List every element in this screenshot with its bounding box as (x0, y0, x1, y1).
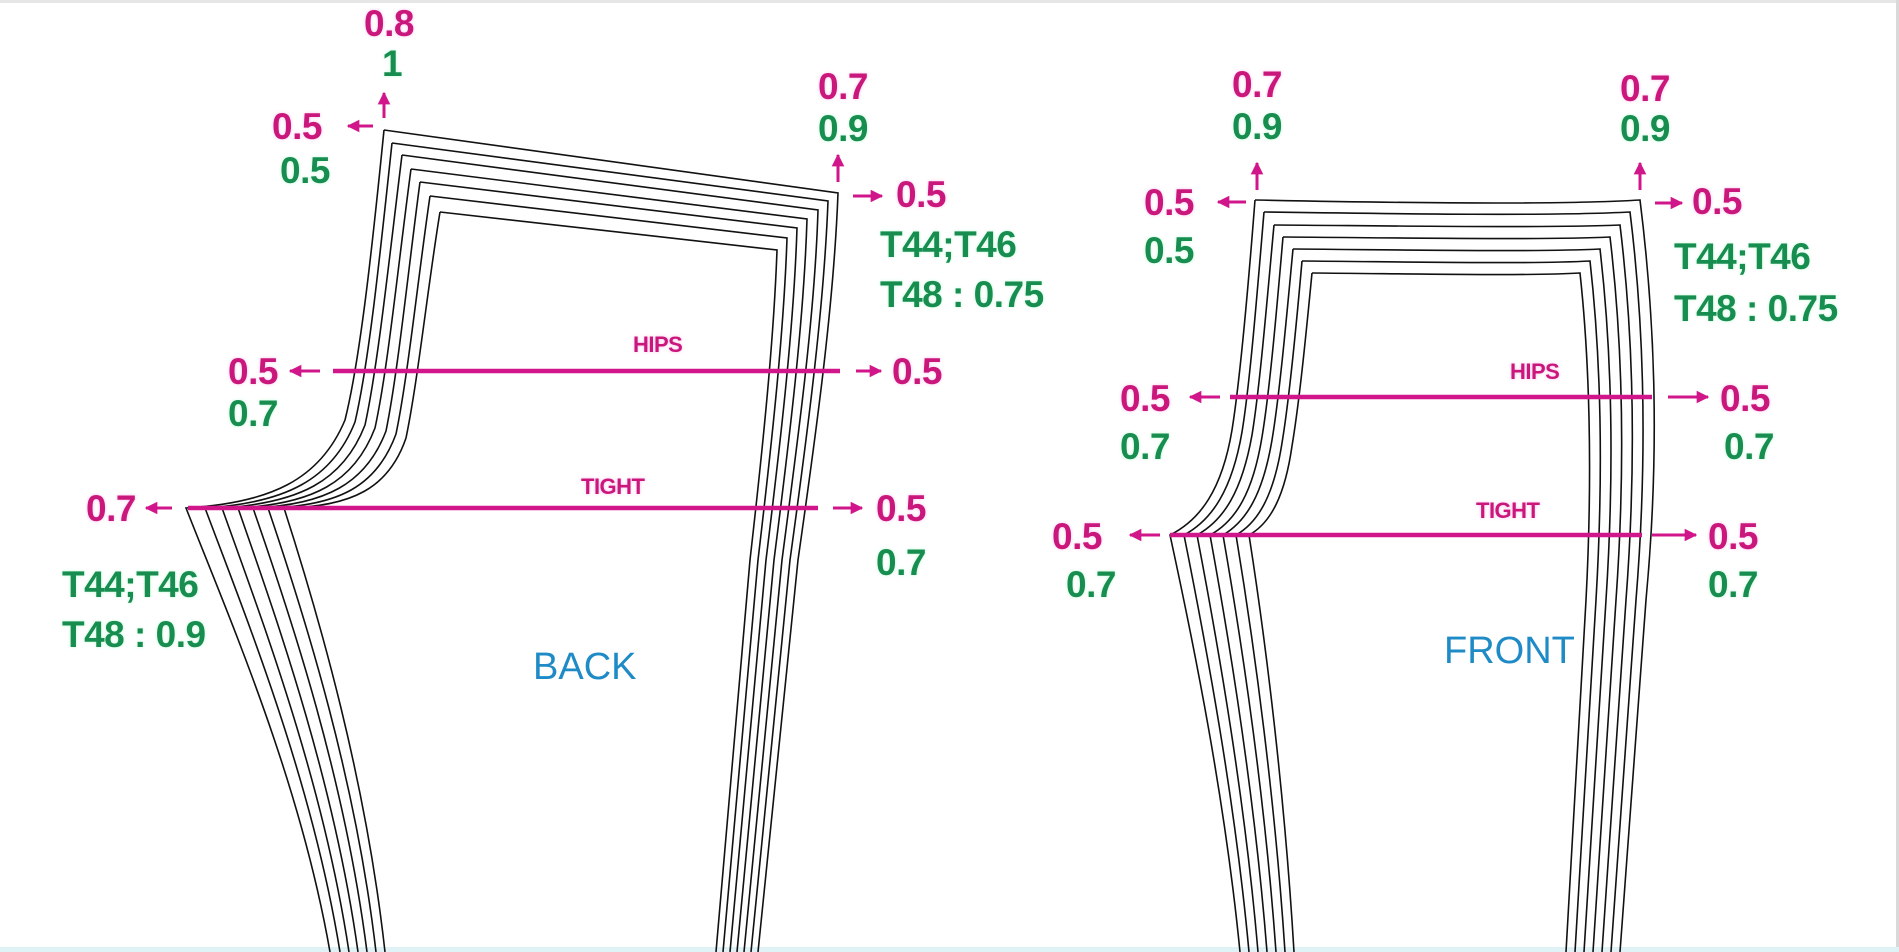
back-hips-left-secondary: 0.7 (228, 393, 278, 434)
back-top-right-note-1: T44;T46 (880, 224, 1017, 265)
back-pattern-piece (184, 129, 839, 952)
front-top-left-left-secondary: 0.5 (1144, 230, 1194, 271)
frame-right-edge (1896, 0, 1899, 952)
front-top-left-up-primary: 0.7 (1232, 64, 1282, 105)
front-grade-arrows (1128, 161, 1710, 542)
front-tight-left-secondary: 0.7 (1066, 564, 1116, 605)
back-tight-right-secondary: 0.7 (876, 542, 926, 583)
back-top-right-right-primary: 0.5 (896, 174, 946, 215)
back-hips-left-primary: 0.5 (228, 351, 278, 392)
back-tight-right-primary: 0.5 (876, 488, 926, 529)
back-tight-left-primary: 0.7 (86, 488, 136, 529)
front-tight-right-primary: 0.5 (1708, 516, 1758, 557)
front-hips-left-secondary: 0.7 (1120, 426, 1170, 467)
back-hips-label: HIPS (633, 332, 683, 357)
back-top-right-up-primary: 0.7 (818, 66, 868, 107)
front-hips-label: HIPS (1510, 359, 1560, 384)
back-tight-left-note-1: T44;T46 (62, 564, 199, 605)
back-grade-arrows (144, 91, 884, 515)
front-pattern-piece (1169, 199, 1656, 952)
front-hips-left-primary: 0.5 (1120, 378, 1170, 419)
back-top-left-left-primary: 0.5 (272, 106, 322, 147)
back-hips-right-primary: 0.5 (892, 351, 942, 392)
back-top-left-up-secondary: 1 (382, 43, 403, 84)
back-tight-label: TIGHT (581, 474, 645, 499)
front-hips-right-secondary: 0.7 (1724, 426, 1774, 467)
front-top-right-right-primary: 0.5 (1692, 181, 1742, 222)
frame-bottom-edge (0, 947, 1899, 952)
front-top-left-left-primary: 0.5 (1144, 182, 1194, 223)
frame-top-edge (0, 0, 1899, 3)
front-top-left-up-secondary: 0.9 (1232, 106, 1282, 147)
front-top-right-up-secondary: 0.9 (1620, 108, 1670, 149)
front-top-right-note-2: T48 : 0.75 (1674, 288, 1838, 329)
front-tight-left-primary: 0.5 (1052, 516, 1102, 557)
front-top-right-up-primary: 0.7 (1620, 68, 1670, 109)
back-tight-left-note-2: T48 : 0.9 (62, 614, 206, 655)
back-top-right-note-2: T48 : 0.75 (880, 274, 1044, 315)
back-piece-title: BACK (533, 646, 637, 688)
front-top-right-note-1: T44;T46 (1674, 236, 1811, 277)
front-tight-label: TIGHT (1476, 498, 1540, 523)
back-top-right-up-secondary: 0.9 (818, 108, 868, 149)
front-piece-title: FRONT (1444, 630, 1575, 672)
back-top-left-up-primary: 0.8 (364, 3, 414, 44)
front-tight-right-secondary: 0.7 (1708, 564, 1758, 605)
back-top-left-left-secondary: 0.5 (280, 150, 330, 191)
front-hips-right-primary: 0.5 (1720, 378, 1770, 419)
